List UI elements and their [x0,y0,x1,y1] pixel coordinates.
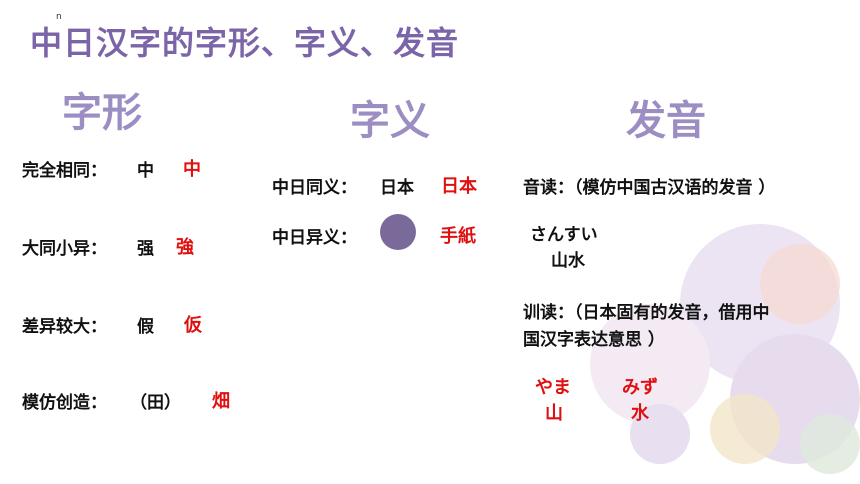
form-row-cn: 中 [137,161,154,181]
kunyomi-example-kanji: 山 [545,403,563,424]
meaning-row-label: 中日同义： [272,178,357,198]
form-row-jp: 畑 [212,391,230,412]
meaning-row-jp: 日本 [441,176,477,197]
header-sound: 发音 [626,98,706,144]
kunyomi-line1: 训读：（日本固有的发音，借用中 [523,303,770,323]
form-row-jp: 中 [183,159,201,180]
onyomi-kanji: 山水 [551,251,585,271]
meaning-row-cn: 日本 [380,178,414,198]
form-row-cn: （田） [130,393,181,413]
form-row-cn: 强 [137,239,154,259]
form-row-label: 模仿创造： [22,393,107,413]
kunyomi-line2: 国汉字表达意思 ） [523,330,665,350]
form-row-label: 完全相同： [22,161,107,181]
meaning-row-label: 中日异义： [272,228,357,248]
onyomi-label: 音读：（模仿中国古汉语的发音 ） [523,178,776,198]
onyomi-kana: さんすい [530,225,598,245]
kunyomi-example-kanji: 水 [631,403,649,424]
header-form: 字形 [62,90,142,136]
form-row-jp: 強 [176,237,194,258]
header-meaning: 字义 [350,98,430,144]
corner-mark: n [56,12,62,22]
kunyomi-example-kana: みず [622,377,658,398]
form-row-cn: 假 [137,317,154,337]
form-row-jp: 仮 [184,315,202,336]
circle-shape [380,214,416,250]
form-row-label: 大同小异： [22,239,107,259]
form-row-label: 差异较大： [22,317,107,337]
meaning-row-jp: 手紙 [440,226,476,247]
kunyomi-example-kana: やま [535,377,571,398]
page-title: 中日汉字的字形、字义、发音 [30,24,460,62]
